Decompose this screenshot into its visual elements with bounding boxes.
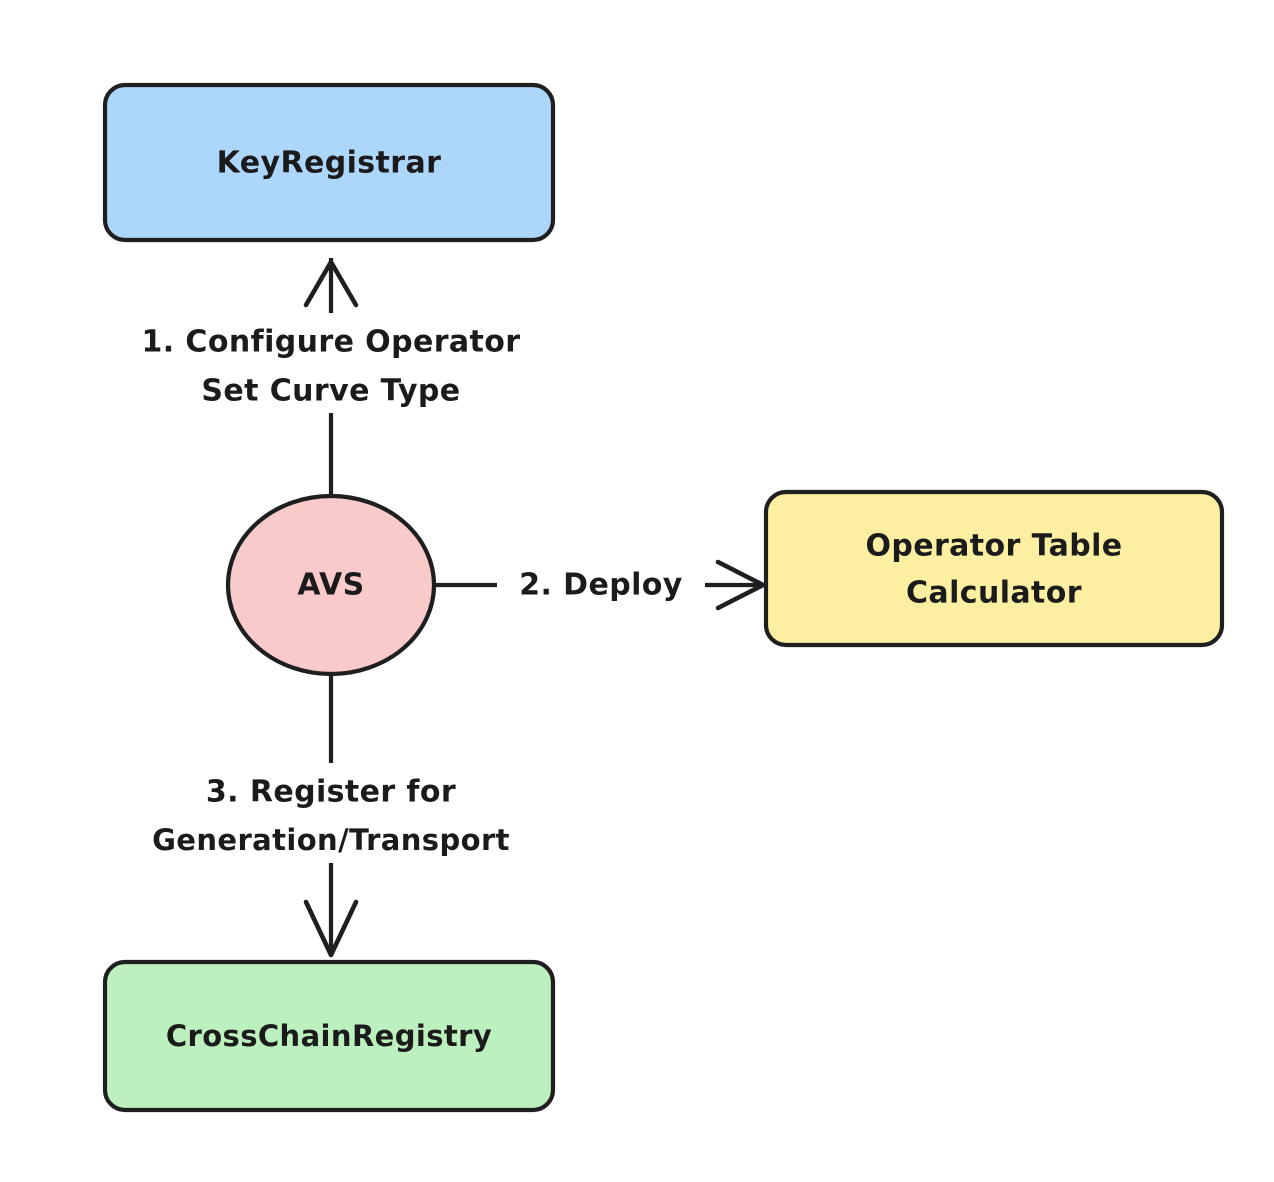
edge-register-arrowhead-down-icon [303, 899, 359, 958]
operator-table-calculator-label-line1: Operator Table [865, 529, 1122, 564]
operator-table-calculator-label-line2: Calculator [906, 576, 1082, 611]
edge-register-label-line1: 3. Register for [206, 775, 456, 810]
edge-register-label: 3. Register for Generation/Transport [112, 763, 550, 863]
cross-chain-registry-box[interactable] [102, 959, 556, 1113]
node-operator-table-calculator[interactable]: Operator Table Calculator [763, 489, 1225, 648]
edge-register-label-line2: Generation/Transport [152, 823, 510, 857]
edge-deploy-arrowhead-right-icon [715, 559, 766, 611]
cross-chain-registry-label: CrossChainRegistry [166, 1019, 492, 1053]
edge-register-label-backdrop [112, 763, 550, 863]
key-registrar-box[interactable] [102, 82, 556, 243]
node-cross-chain-registry[interactable]: CrossChainRegistry [102, 959, 556, 1113]
edge-configure-label: 1. Configure Operator Set Curve Type [112, 313, 550, 413]
edge-configure-arrowhead-up-icon [303, 259, 359, 308]
node-avs[interactable]: AVS [225, 493, 437, 677]
edge-configure-label-line1: 1. Configure Operator [142, 325, 521, 360]
edge-deploy-label: 2. Deploy [497, 560, 705, 612]
key-registrar-label: KeyRegistrar [217, 146, 442, 181]
avs-label: AVS [297, 568, 364, 603]
avs-circle[interactable] [225, 493, 437, 677]
operator-table-calculator-box[interactable] [763, 489, 1225, 648]
edge-configure-label-line2: Set Curve Type [201, 374, 460, 409]
node-key-registrar[interactable]: KeyRegistrar [102, 82, 556, 243]
edge-deploy-label-line1: 2. Deploy [519, 568, 683, 603]
edge-configure-label-backdrop [112, 313, 550, 413]
edge-deploy-label-backdrop [497, 560, 705, 612]
